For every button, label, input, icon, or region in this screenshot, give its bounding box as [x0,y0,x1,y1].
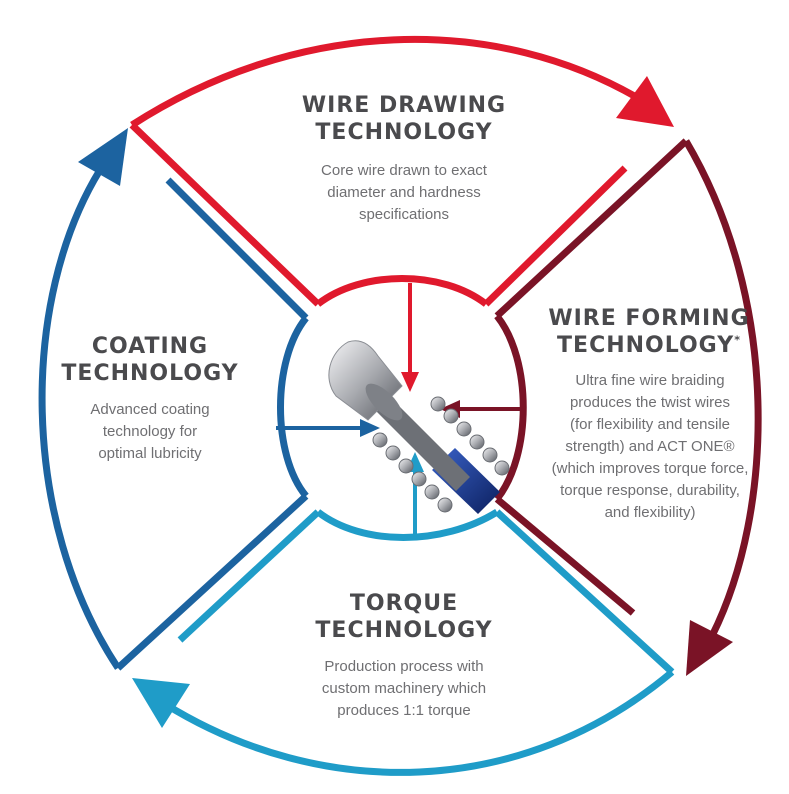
wire-forming-line-1: Ultra fine wire braiding [575,372,725,389]
bottom-arrowhead [132,678,190,728]
right-bottom-diagonal [494,496,636,616]
right-top-diagonal [494,138,689,319]
center-arrowhead-red [401,372,419,392]
wire-drawing-description: Core wire drawn to exact diameter and ha… [254,160,554,226]
bottom-inner-arc [315,509,499,541]
top-left-diagonal [129,122,321,307]
top-inner-arc [315,275,489,307]
wire-drawing-line-3: specifications [358,206,450,223]
coating-line-1: Advanced coating [90,401,210,418]
top-arrowhead [616,76,674,127]
torque-line-2: custom machinery which [321,680,487,697]
torque-title-line1: TORQUE [349,591,459,616]
wire-forming-line-7: and flexibility) [604,504,696,521]
wire-drawing-title-line2: TECHNOLOGY [315,120,493,145]
wire-forming-line-5: (which improves torque force, [551,460,749,477]
wire-forming-title-mark: * [734,333,741,347]
left-outer-arrow [38,168,121,670]
torque-line-1: Production process with [324,658,484,675]
right-outer-arrow [682,139,762,638]
coating-line-3: optimal lubricity [98,445,202,462]
wire-drawing-title-line1: WIRE DRAWING [301,93,507,118]
wire-drawing-title: WIRE DRAWING TECHNOLOGY [254,92,554,146]
top-outer-arrow [130,35,650,128]
left-inner-arc [277,315,309,499]
wire-drawing-line-2: diameter and hardness [327,184,481,201]
coating-title: COATING TECHNOLOGY [45,333,255,387]
left-top-diagonal [165,177,309,321]
wire-drawing-line-1: Core wire drawn to exact [321,162,487,179]
wire-forming-title-line2-wrap: TECHNOLOGY* [524,332,774,359]
bottom-right-diagonal [494,509,675,675]
wire-forming-title-line1: WIRE FORMING [548,306,750,331]
coating-title-line2: TECHNOLOGY [61,361,239,386]
wire-forming-line-3: (for flexibility and tensile [569,416,731,433]
wire-forming-line-2: produces the twist wires [569,394,731,411]
bottom-outer-arrow [163,669,675,776]
torque-title: TORQUE TECHNOLOGY [284,590,524,644]
wire-forming-description: Ultra fine wire braiding produces the tw… [519,370,781,524]
coating-line-2: technology for [102,423,198,440]
coating-title-line1: COATING [91,334,209,359]
right-arrowhead [686,620,733,676]
wire-forming-line-4: strength) and ACT ONE® [565,438,735,455]
wire-forming-line-6: torque response, durability, [560,482,740,499]
top-right-diagonal [483,165,628,307]
torque-line-3: produces 1:1 torque [337,702,471,719]
coating-description: Advanced coating technology for optimal … [55,399,245,465]
center-arrowhead-blue [360,419,380,437]
guidewire-tip-illustration [328,340,510,514]
left-bottom-diagonal [115,493,309,671]
wire-forming-title: WIRE FORMING TECHNOLOGY* [524,305,774,359]
torque-title-line2: TECHNOLOGY [315,618,493,643]
left-arrowhead [78,128,128,186]
torque-description: Production process with custom machinery… [274,656,534,722]
bottom-left-diagonal [177,509,321,643]
wire-forming-title-line2: TECHNOLOGY [557,333,735,358]
